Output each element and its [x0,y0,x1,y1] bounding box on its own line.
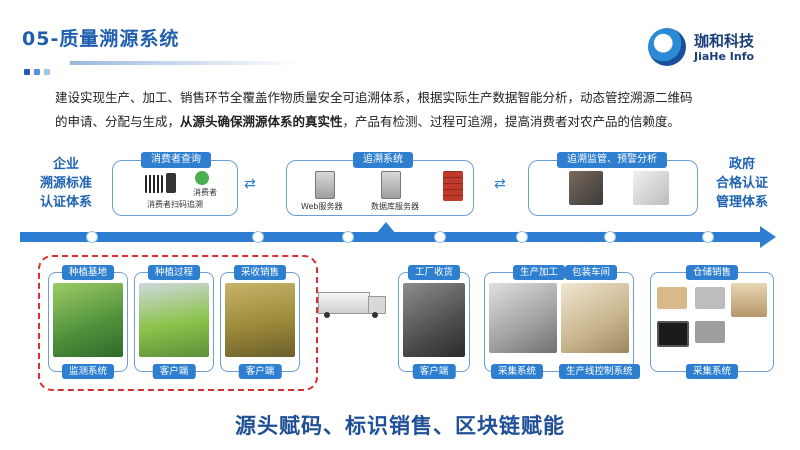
left-label-line-2: 溯源标准 [39,176,92,191]
consumer-query-tag: 消费者查询 [141,152,211,168]
warehouse-sales-tag: 仓储销售 [685,265,739,280]
phone-icon [166,173,176,193]
logo-text-cn: 珈和科技 [694,32,755,50]
harvest-photo [225,283,295,357]
planting-process-tag: 种植过程 [147,265,201,280]
harvest-sales-tag: 采收销售 [233,265,287,280]
source-highlight-box [38,255,318,391]
planting-process-card: 种植过程 客户端 [134,265,214,379]
web-server-icon [315,171,335,199]
left-label-line-3: 认证体系 [39,195,92,210]
handheld-terminal-icon [695,287,725,309]
logo-globe-icon [648,28,686,66]
right-label-line-1: 政府 [728,157,755,172]
timeline-dot [604,231,616,243]
logo-text-en: JiaHe Info [694,50,755,63]
monitor-screen-icon [657,321,689,347]
field-photo [53,283,123,357]
timeline-dot [252,231,264,243]
title-decoration [24,60,54,79]
right-label-line-2: 合格认证 [715,176,768,191]
factory-receiving-tag: 工厂收货 [407,265,461,280]
monitoring-system-label: 监测系统 [61,364,115,379]
packaging-line-photo [561,283,629,353]
company-logo: 珈和科技 JiaHe Info [648,28,788,72]
page-title: 05-质量溯源系统 [22,28,180,50]
consumer-query-panel: 消费者查询 消费者 消费者扫码追溯 [112,152,238,216]
double-arrow-icon: ⇄ [244,176,256,192]
up-arrow-icon [376,222,396,234]
packaging-workshop-tag: 包装车间 [565,265,618,280]
collection-system-label-2: 采集系统 [685,364,739,379]
timeline-dot [342,231,354,243]
timeline-arrow-head [760,226,776,248]
intro-line-2-pre: 的申请、分配与生成， [55,114,181,129]
warehouse-sales-card: 仓储销售 采集系统 [650,265,774,379]
parcel-box-icon [657,287,687,309]
timeline-dot [702,231,714,243]
planting-base-card: 种植基地 监测系统 [48,265,128,379]
client-label-3: 客户端 [412,364,456,379]
intro-line-2-post: ，产品有检测、过程可追溯，提高消费者对农产品的信赖度。 [342,114,681,129]
consumer-caption: 消费者 [193,188,217,197]
intro-line-2: 的申请、分配与生成，从源头确保溯源体系的真实性，产品有检测、过程可追溯，提高消费… [55,110,755,134]
consumer-scan-caption: 消费者扫码追溯 [147,200,203,209]
title-underline [70,61,300,65]
delivery-truck-icon [318,292,386,318]
right-label-line-3: 管理体系 [715,195,768,210]
enterprise-standard-label: 企业 溯源标准 认证体系 [30,155,102,212]
warehouse-photo [403,283,465,357]
qr-code-icon [145,175,163,193]
client-label-2: 客户端 [238,364,282,379]
bottom-slogan: 源头赋码、标识销售、区块链赋能 [235,414,565,438]
web-server-label: Web服务器 [301,202,343,211]
planting-base-tag: 种植基地 [61,265,115,280]
trace-system-tag: 追溯系统 [353,152,413,168]
collection-system-label: 采集系统 [491,364,544,379]
inspection-machine-photo [633,171,669,205]
production-processing-tag: 生产加工 [513,265,566,280]
production-control-system-label: 生产线控制系统 [559,364,640,379]
timeline-arrow [20,232,762,242]
trace-system-panel: 追溯系统 Web服务器 数据库服务器 [286,152,474,216]
client-label: 客户端 [152,364,196,379]
government-certification-label: 政府 合格认证 管理体系 [702,155,782,212]
firewall-icon [443,171,463,201]
factory-receiving-card: 工厂收货 客户端 [398,265,470,379]
database-server-icon [381,171,401,199]
harvest-sales-card: 采收销售 客户端 [220,265,300,379]
handheld-scanner-photo [569,171,603,205]
trace-monitor-tag: 追溯监管、预警分析 [557,152,667,168]
left-label-line-1: 企业 [52,157,79,172]
trace-monitor-panel: 追溯监管、预警分析 [528,152,698,216]
production-line-photo [489,283,557,353]
timeline-dot [516,231,528,243]
consumer-person-icon [195,171,209,185]
database-server-label: 数据库服务器 [371,202,419,211]
double-arrow-icon-right: ⇄ [494,176,506,192]
rice-planting-photo [139,283,209,357]
timeline-dot [434,231,446,243]
intro-line-2-bold: 从源头确保溯源体系的真实性 [180,114,343,129]
stacked-boxes-icon [731,283,767,317]
intro-line-1: 建设实现生产、加工、销售环节全覆盖作物质量安全可追溯体系，根据实际生产数据智能分… [55,90,693,105]
timeline-dot [86,231,98,243]
intro-paragraph: 建设实现生产、加工、销售环节全覆盖作物质量安全可追溯体系，根据实际生产数据智能分… [55,86,755,134]
printer-icon [695,321,725,343]
production-processing-card: 生产加工 包装车间 采集系统 生产线控制系统 [484,265,640,379]
